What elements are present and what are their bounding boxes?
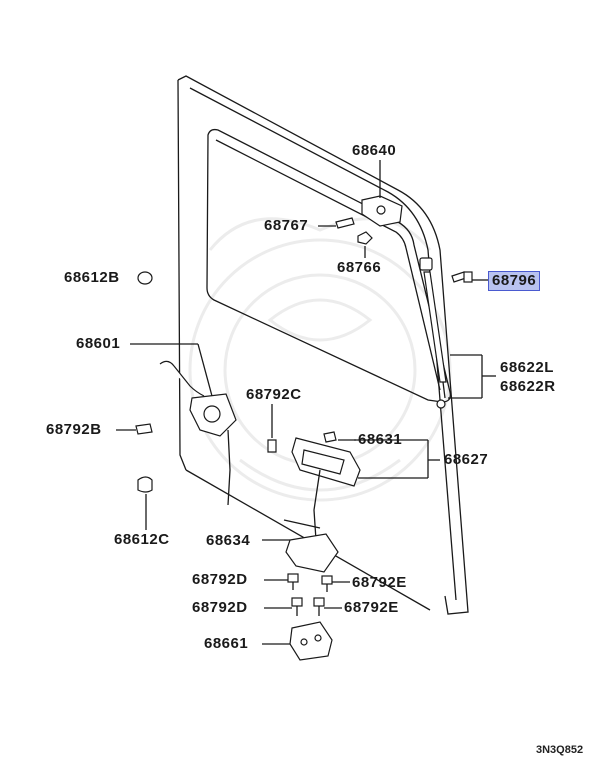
label-68767: 68767 xyxy=(264,217,309,234)
bolt-68767 xyxy=(318,217,355,229)
label-68627: 68627 xyxy=(444,451,489,468)
label-68792c: 68792C xyxy=(246,386,302,403)
gas-strut xyxy=(419,257,496,409)
bolt-68792e-lower xyxy=(313,597,342,616)
label-68792e-upper: 68792E xyxy=(352,574,407,591)
lock-actuator xyxy=(130,343,237,506)
striker-part xyxy=(262,621,333,661)
label-68612c: 68612C xyxy=(114,531,170,548)
label-68792b: 68792B xyxy=(46,421,102,438)
label-68792e-lower: 68792E xyxy=(344,599,399,616)
bolt-68792b xyxy=(116,423,153,435)
bolt-68792c xyxy=(267,404,277,453)
label-68640: 68640 xyxy=(352,142,397,159)
outside-handle xyxy=(291,431,440,541)
label-68622r: 68622R xyxy=(500,378,556,395)
bolt-68792e-upper xyxy=(321,575,350,592)
label-68661: 68661 xyxy=(204,635,249,652)
label-68792d-lower: 68792D xyxy=(192,599,248,616)
plug-68612c xyxy=(137,476,153,530)
label-68634: 68634 xyxy=(206,532,251,549)
label-68612b: 68612B xyxy=(64,269,120,286)
bolt-68792d-lower xyxy=(264,597,303,616)
back-door-panel xyxy=(177,75,469,615)
label-68631: 68631 xyxy=(358,431,403,448)
latch-part xyxy=(262,519,339,573)
nut-68766 xyxy=(357,231,373,258)
label-68766: 68766 xyxy=(337,259,382,276)
plug-68612b xyxy=(137,271,153,285)
bolt-68796 xyxy=(451,271,488,283)
bolt-68792d-upper xyxy=(264,573,299,590)
label-68622l: 68622L xyxy=(500,359,554,376)
label-68796-highlighted[interactable]: 68796 xyxy=(488,271,541,291)
label-68601: 68601 xyxy=(76,335,121,352)
label-68792d-upper: 68792D xyxy=(192,571,248,588)
diagram-code: 3N3Q852 xyxy=(536,744,584,756)
hinge-part xyxy=(361,160,403,227)
